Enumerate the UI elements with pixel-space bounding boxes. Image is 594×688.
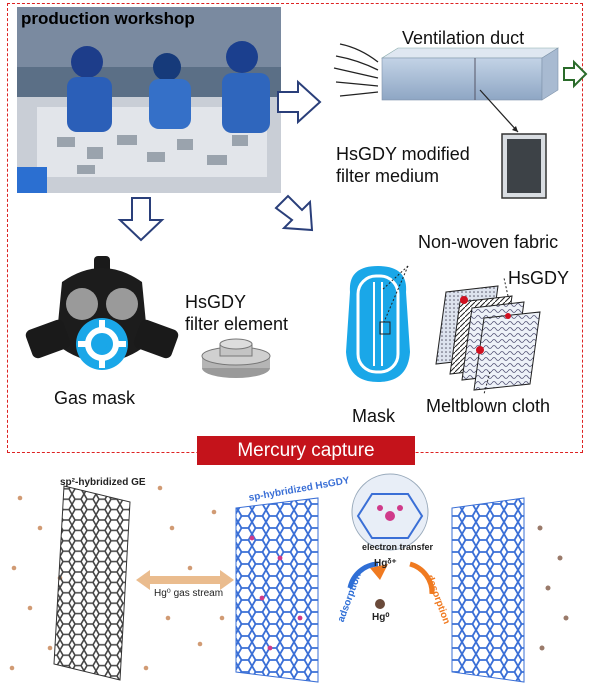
workshop-photo: production workshop [17,7,281,193]
ventilation-duct [333,43,560,199]
mask-label: Mask [352,406,396,426]
gas-mask-label: Gas mask [54,388,136,408]
flow-arrows [117,59,588,242]
ventilation-label: Ventilation duct [402,28,525,48]
down-arrow-icon [117,197,165,242]
nonwoven-label: Non-woven fabric [418,232,559,252]
filter-medium-label-1: HsGDY modified [336,144,470,164]
filter-element-label-2: filter element [185,314,289,334]
filter-cartridge-icon [201,338,271,378]
ge-label: sp²-hybridized GE [60,477,146,488]
gas-mask-icon [25,256,179,370]
filter-medium-label-2: filter medium [336,166,440,186]
hg0-label: Hg⁰ [372,612,390,623]
face-mask-icon [346,266,410,382]
photo-label: production workshop [21,9,195,28]
meltblown-label: Meltblown cloth [426,396,551,416]
outlet-arrow-icon [563,59,588,89]
gas-stream-label: Hg⁰ gas stream [154,588,224,599]
diagonal-arrow-icon [274,194,314,232]
filter-element-label-1: HsGDY [185,292,247,312]
electron-transfer-label: electron transfer [362,542,434,552]
hsgdy-layer-label: HsGDY [508,268,570,288]
right-arrow-icon [277,79,322,125]
hg-ion-label: Hgᵟ⁺ [374,558,397,569]
mercury-capture-mechanism [9,473,569,683]
mask-layers-diagram [381,265,541,395]
mercury-capture-banner: Mercury capture [197,436,415,465]
